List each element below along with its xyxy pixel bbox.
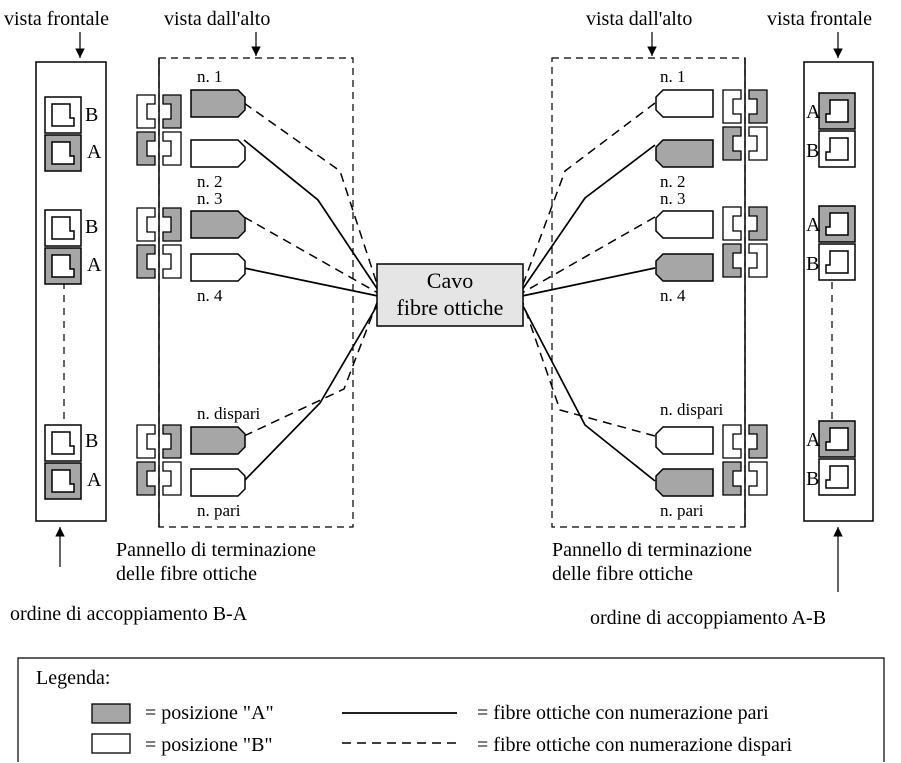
legend-frame xyxy=(17,657,885,762)
right-connector-label: n. 2 xyxy=(660,172,686,191)
left-port-letter: A xyxy=(87,141,102,163)
left-panel-caption-line1: Pannello di terminazione xyxy=(116,539,316,561)
right-connector: n. 1 xyxy=(655,67,714,118)
right-adapter xyxy=(722,126,768,161)
right-fiber-odd xyxy=(521,216,656,294)
right-port-letter: B xyxy=(806,253,819,275)
left-connector: n. 4 xyxy=(190,253,246,305)
cable-label-line2: fibre ottiche xyxy=(397,295,504,320)
legend-odd-fibers-label: = fibre ottiche con numerazione dispari xyxy=(477,734,792,756)
left-port: B xyxy=(44,424,98,462)
right-panel-caption-line2: delle fibre ottiche xyxy=(552,563,693,585)
right-fiber-even xyxy=(521,144,656,291)
legend: Legenda: = posizione "A" = posizione "B"… xyxy=(17,657,885,762)
right-top-view-label: vista dall'alto xyxy=(586,8,692,30)
left-fiber-odd xyxy=(243,299,379,437)
legend-title: Legenda: xyxy=(36,667,110,689)
right-port: B xyxy=(806,130,856,168)
right-top-view-outline xyxy=(551,57,746,528)
right-port: A xyxy=(806,92,856,130)
optical-cable-box: Cavo fibre ottiche xyxy=(376,263,524,327)
right-fiber-even xyxy=(521,303,656,482)
right-connector: n. 4 xyxy=(655,253,714,305)
right-port-letter: B xyxy=(806,468,819,490)
left-connector-label: n. 4 xyxy=(197,286,223,305)
right-connector-label: n. pari xyxy=(660,501,704,520)
left-adapter xyxy=(136,244,182,279)
right-fiber-even xyxy=(521,267,656,297)
right-connector-label: n. 1 xyxy=(660,67,686,86)
left-connector: n. dispari xyxy=(190,404,261,455)
right-adapter xyxy=(722,243,768,278)
left-fiber-even xyxy=(243,267,379,297)
right-port-letter: A xyxy=(806,429,821,451)
right-port: B xyxy=(806,243,856,281)
right-adapter xyxy=(722,461,768,496)
left-front-view-label: vista frontale xyxy=(4,8,109,30)
right-connector: n. 3 xyxy=(655,189,714,239)
left-connector-label: n. pari xyxy=(197,501,241,520)
left-port: A xyxy=(44,247,102,285)
right-connector-label: n. dispari xyxy=(660,400,724,419)
left-adapter xyxy=(136,131,182,166)
right-panel-caption-line1: Pannello di terminazione xyxy=(552,539,752,561)
left-port-letter: A xyxy=(87,254,102,276)
right-adapter xyxy=(722,206,768,241)
legend-swatch-position-b xyxy=(91,733,131,754)
right-adapter xyxy=(722,424,768,459)
left-port: B xyxy=(44,96,98,134)
right-connector: n. pari xyxy=(655,468,714,520)
left-connector-label: n. 1 xyxy=(197,67,223,86)
right-port-letter: A xyxy=(806,101,821,123)
left-connector: n. pari xyxy=(190,468,246,520)
right-front-view-label: vista frontale xyxy=(767,8,872,30)
right-connector-label: n. 3 xyxy=(660,189,686,208)
left-connector-label: n. 2 xyxy=(197,172,223,191)
left-port: A xyxy=(44,134,102,172)
left-connector: n. 2 xyxy=(190,139,246,191)
right-port-letter: B xyxy=(806,140,819,162)
left-fiber-even xyxy=(243,139,379,291)
left-connector-label: n. 3 xyxy=(197,189,223,208)
legend-position-a-label: = posizione "A" xyxy=(145,702,274,724)
left-adapter xyxy=(136,424,182,459)
left-fiber-even xyxy=(243,303,379,482)
left-adapter xyxy=(136,461,182,496)
right-assembly: vista dall'alto vista frontale A B A B A xyxy=(521,8,874,629)
left-panel-caption-line2: delle fibre ottiche xyxy=(116,563,257,585)
legend-even-fibers-label: = fibre ottiche con numerazione pari xyxy=(477,702,769,724)
left-connector: n. 3 xyxy=(190,189,246,239)
legend-position-b-label: = posizione "B" xyxy=(145,734,273,756)
left-port-letter: B xyxy=(85,216,98,238)
left-port: B xyxy=(44,209,98,247)
left-fiber-odd xyxy=(243,216,379,294)
left-adapter xyxy=(136,207,182,242)
left-top-view-label: vista dall'alto xyxy=(164,8,270,30)
right-order-label: ordine di accoppiamento A-B xyxy=(590,607,826,629)
left-order-label: ordine di accoppiamento B-A xyxy=(10,603,248,625)
left-connector: n. 1 xyxy=(190,67,246,118)
left-connector-label: n. dispari xyxy=(197,404,261,423)
cable-label-line1: Cavo xyxy=(427,268,473,293)
left-port-letter: B xyxy=(85,104,98,126)
right-port: A xyxy=(806,205,856,243)
left-port: A xyxy=(44,462,102,500)
right-connector: n. dispari xyxy=(655,400,724,455)
left-top-view-outline xyxy=(158,57,354,528)
right-connector-label: n. 4 xyxy=(660,286,686,305)
left-assembly: vista frontale vista dall'alto B A B A B xyxy=(4,8,379,625)
left-port-letter: A xyxy=(87,469,102,491)
left-adapter xyxy=(136,94,182,129)
right-port: B xyxy=(806,458,856,496)
right-fiber-odd xyxy=(521,299,656,437)
left-fiber-odd xyxy=(243,102,379,288)
right-port: A xyxy=(806,420,856,458)
right-connector: n. 2 xyxy=(655,139,714,191)
left-port-letter: B xyxy=(85,430,98,452)
right-port-letter: A xyxy=(806,214,821,236)
right-fiber-odd xyxy=(521,102,656,288)
legend-swatch-position-a xyxy=(91,703,131,724)
right-adapter xyxy=(722,89,768,124)
